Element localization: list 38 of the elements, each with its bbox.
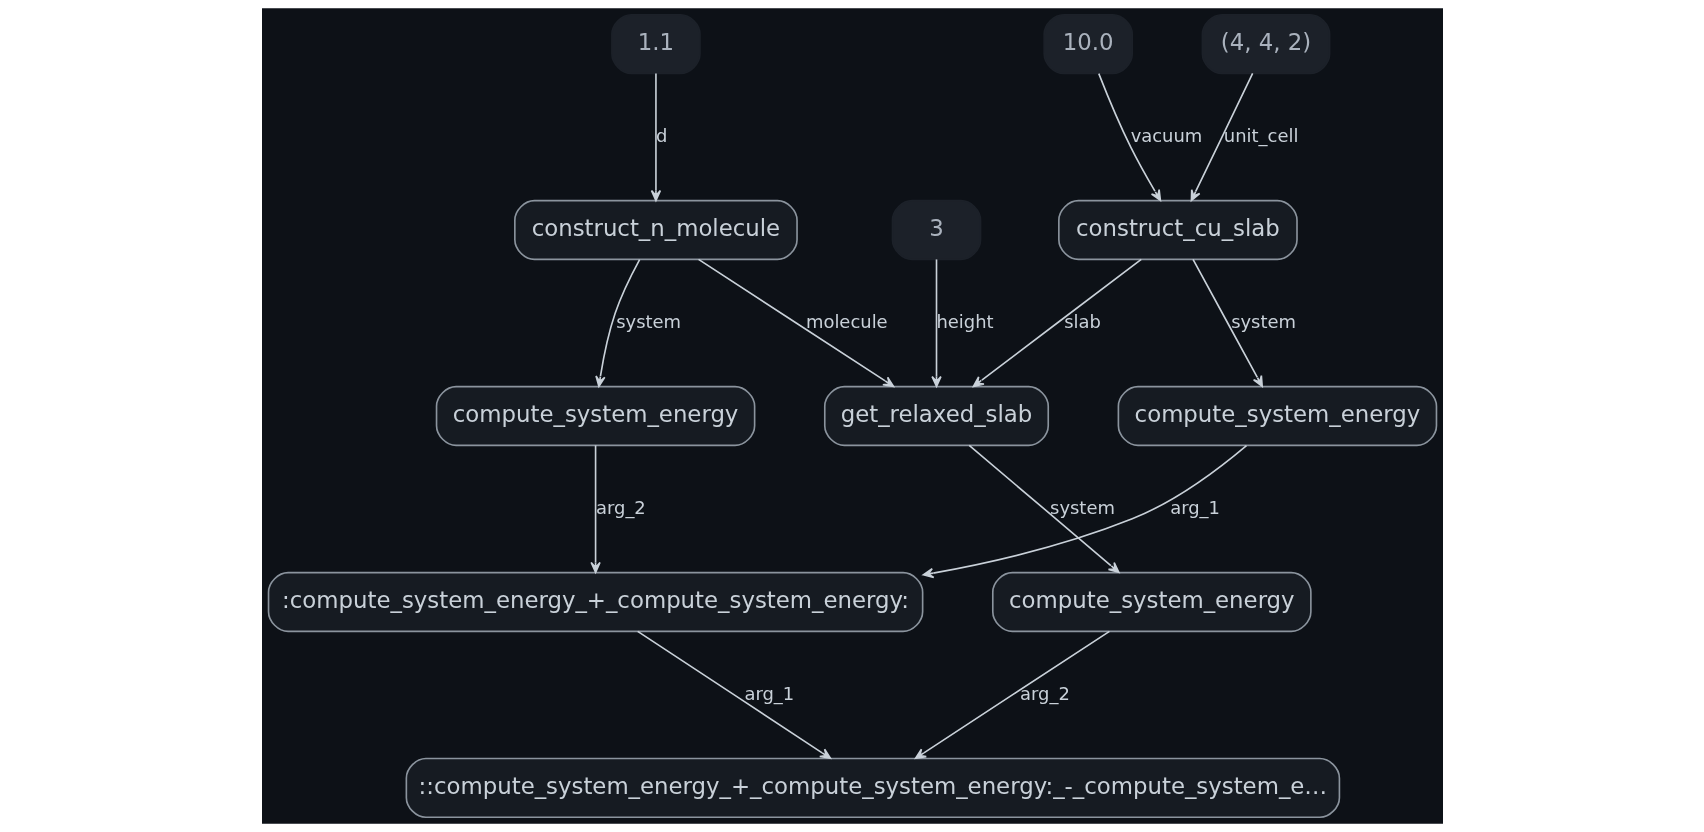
- edge-label: system: [1230, 310, 1296, 332]
- node-box: get_relaxed_slab: [823, 385, 1049, 447]
- arrow: [1097, 72, 1161, 202]
- arrow: [594, 258, 640, 388]
- node-box: construct_n_molecule: [513, 199, 798, 261]
- edge-label: arg_1: [743, 682, 794, 704]
- arrow: [972, 258, 1142, 388]
- arrow: [1190, 72, 1253, 202]
- edge-label: arg_1: [1169, 496, 1220, 518]
- node-box: construct_cu_slab: [1057, 199, 1298, 261]
- edge-label: molecule: [805, 310, 888, 332]
- edge-label: slab: [1063, 310, 1101, 332]
- arrow: [636, 630, 831, 760]
- edge-label: system: [1049, 496, 1115, 518]
- node-box: ::compute_system_energy_+_compute_system_energy:_-_compute_system_e…: [405, 757, 1340, 819]
- node-box: :compute_system_energy_+_compute_system_energy:: [267, 571, 923, 633]
- edge-label: unit_cell: [1223, 124, 1298, 146]
- edge-label: height: [935, 310, 994, 332]
- edge-label: d: [655, 124, 667, 146]
- node-box: compute_system_energy: [435, 385, 755, 447]
- node-box: compute_system_energy: [991, 571, 1312, 633]
- node-box: 3: [891, 199, 981, 261]
- edge-label: system: [615, 310, 681, 332]
- node-box: 10.0: [1042, 13, 1133, 75]
- arrow: [697, 258, 894, 388]
- arrow: [922, 444, 1247, 579]
- arrow: [967, 444, 1120, 574]
- edge-label: arg_2: [1019, 682, 1070, 704]
- edge-label: arg_2: [595, 496, 646, 518]
- node-box: (4, 4, 2): [1201, 13, 1330, 75]
- arrow: [589, 444, 601, 574]
- arrow: [930, 258, 942, 388]
- edge-label: vacuum: [1130, 124, 1202, 146]
- arrow: [914, 630, 1110, 760]
- node-box: 1.1: [610, 13, 701, 75]
- arrow: [650, 72, 661, 202]
- arrow: [1191, 258, 1263, 388]
- node-box: compute_system_energy: [1117, 385, 1437, 447]
